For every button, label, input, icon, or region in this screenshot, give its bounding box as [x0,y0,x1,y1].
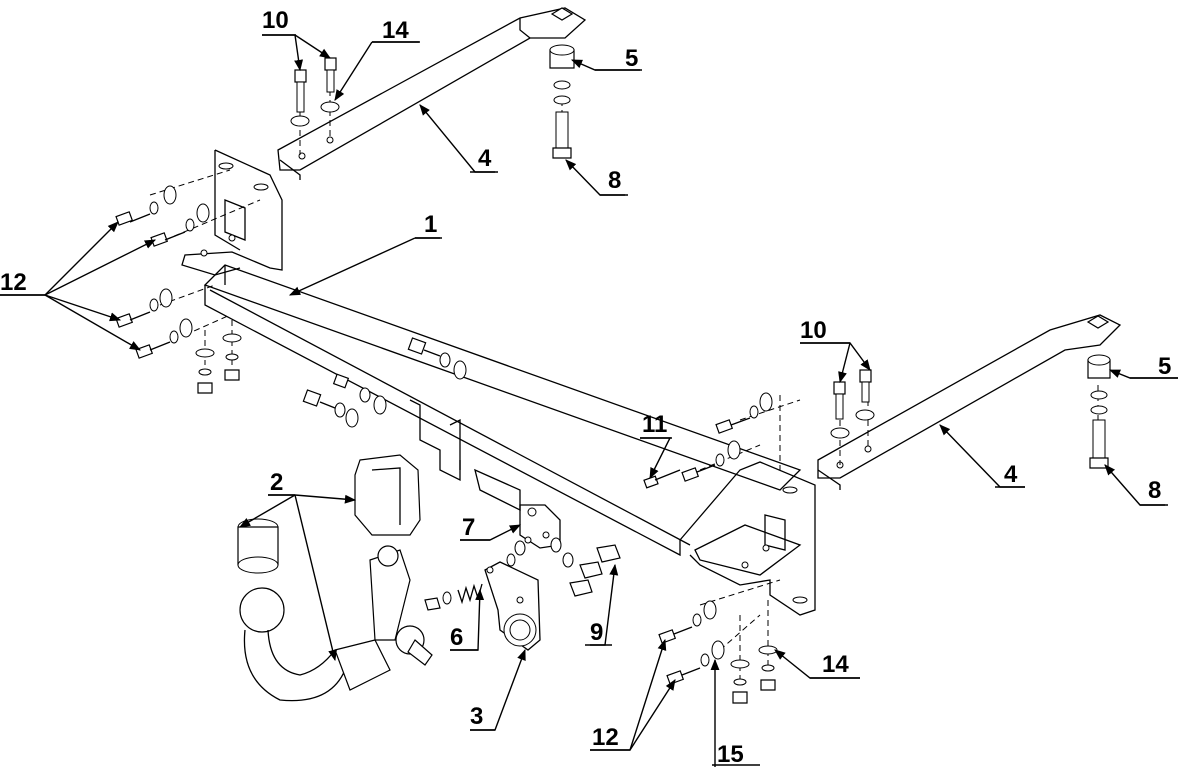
label-part-15: 15 [717,741,744,767]
label-part-2: 2 [270,469,283,496]
crossbar-bolts [302,337,467,428]
label-part-8-right: 8 [1148,477,1161,504]
label-part-3: 3 [470,703,483,730]
right-mounting-strap [817,314,1122,490]
upper-strap-spacer-bolt [549,44,575,159]
label-part-6: 6 [450,624,463,651]
socket-holder-plate [506,504,621,597]
right-strap-bolts [830,354,1111,469]
label-part-11: 11 [642,411,667,438]
tow-ball-assembly [237,454,433,702]
label-part-1: 1 [424,211,437,238]
label-part-10-right: 10 [800,317,827,344]
right-side-bracket [679,461,816,616]
label-part-5-left: 5 [625,45,638,72]
label-part-14-left: 14 [382,17,409,44]
main-crossbar [203,264,802,557]
spring-assembly [424,583,483,611]
left-bolts [115,185,242,394]
left-mounting-strap [277,7,587,180]
label-part-14-right: 14 [822,651,849,678]
label-part-12-bottom: 12 [592,724,619,751]
label-part-12-left: 12 [0,269,27,296]
label-part-5-right: 5 [1158,353,1171,380]
leader-lines [0,34,1178,767]
part-number-labels: 10 14 5 4 8 12 1 10 5 4 8 2 7 6 3 9 11 1… [0,7,1171,767]
label-part-9: 9 [590,619,603,646]
upper-left-bolts [290,57,340,127]
electrical-socket-plate [484,561,541,651]
label-part-4-right: 4 [1004,461,1018,488]
label-underlines [0,34,1178,766]
left-side-bracket [181,149,283,276]
label-part-4-left: 4 [478,145,492,172]
right-bracket-bolts [643,392,778,704]
label-part-8-left: 8 [608,167,621,194]
label-part-10-left: 10 [262,7,289,34]
label-part-7: 7 [462,514,475,541]
